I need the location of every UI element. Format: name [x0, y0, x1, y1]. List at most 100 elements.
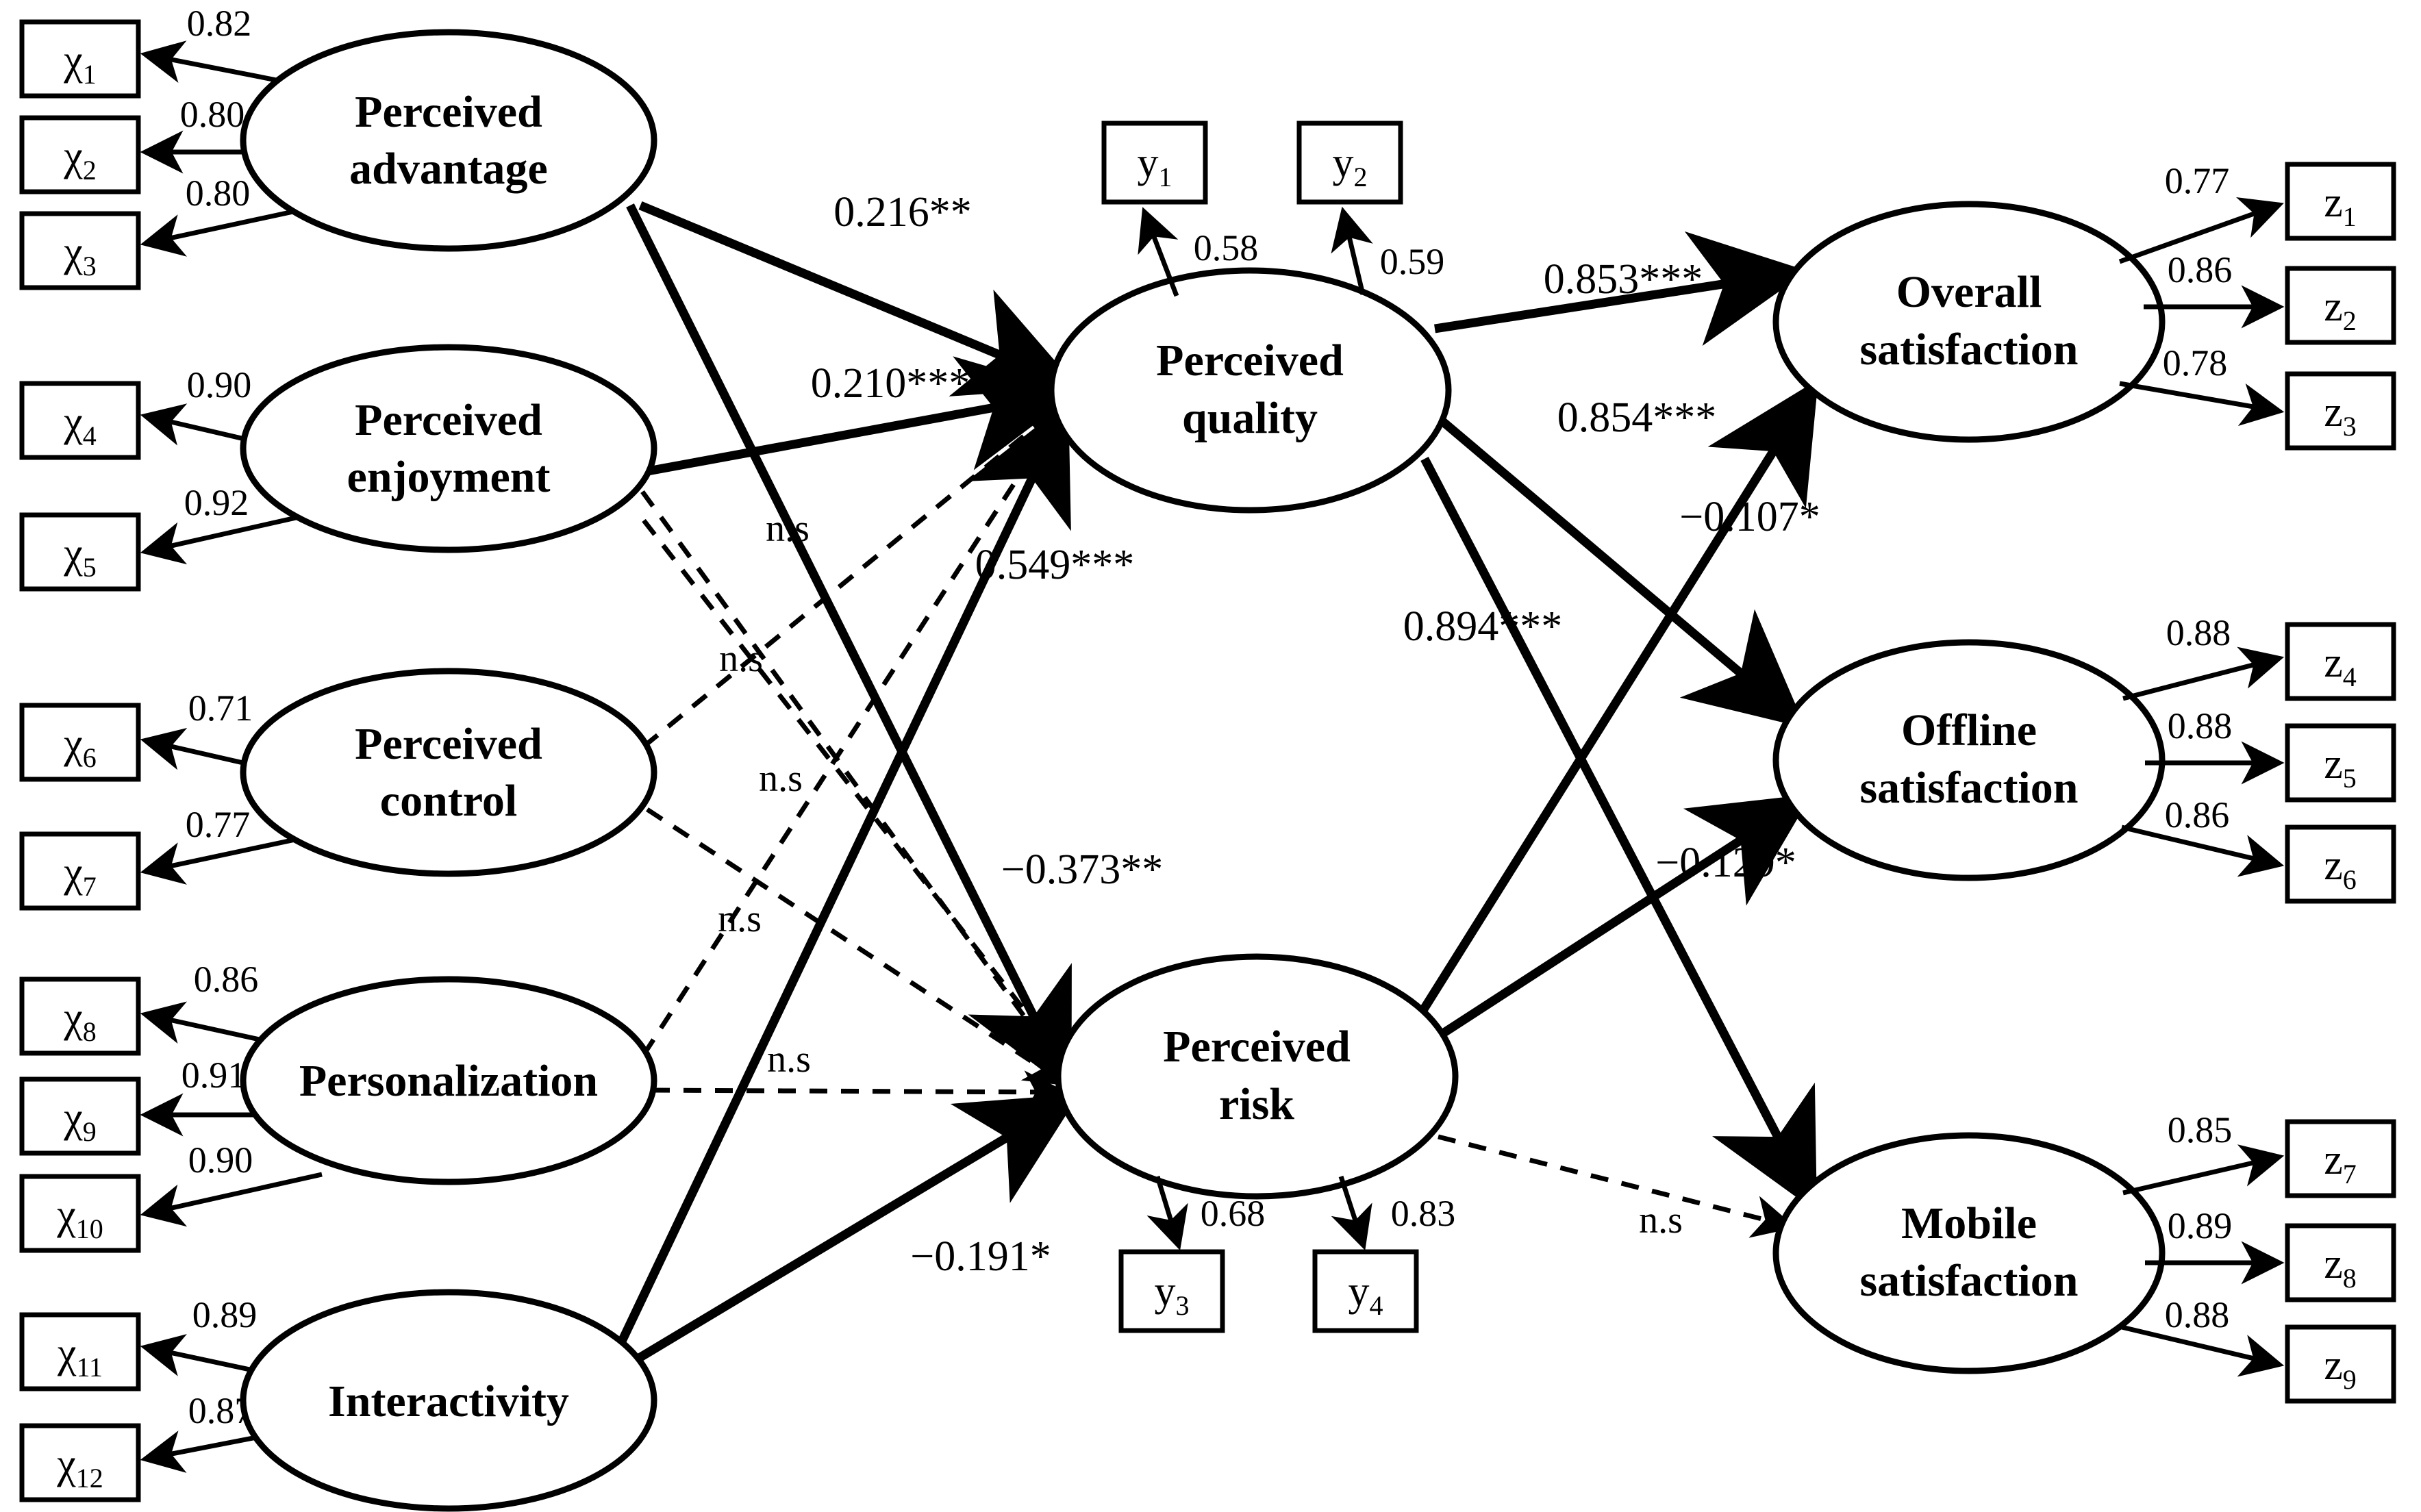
loading-value: 0.77: [186, 804, 251, 845]
loading-arrow: [140, 512, 309, 565]
loading-value: 0.59: [1380, 241, 1445, 282]
path-interactivity-to-quality[interactable]: [616, 401, 1071, 1348]
path-personalization-to-quality[interactable]: [642, 417, 1057, 1056]
indicator-label: χ5: [63, 530, 97, 583]
path-advantage-to-risk[interactable]: [642, 518, 1066, 1064]
indicator-box: [19, 115, 141, 194]
construct-overall-satisfaction[interactable]: [1772, 201, 2166, 443]
construct-interactivity[interactable]: [240, 1289, 657, 1512]
loading-value: 0.92: [184, 482, 249, 523]
indicator-label: χ4: [63, 399, 97, 451]
loading-arrow: [1331, 1175, 1372, 1250]
indicator-box: [2285, 1223, 2396, 1302]
construct-personalization[interactable]: [240, 976, 657, 1185]
path-enjoyment-to-risk[interactable]: [640, 490, 1068, 1076]
loading-value: 0.80: [180, 94, 245, 135]
indicator-label: z9: [2324, 1342, 2357, 1395]
path-interactivity-to-risk[interactable]: [617, 1094, 1080, 1374]
indicator-box: [1312, 1249, 1419, 1333]
indicator-label: χ12: [56, 1441, 103, 1494]
path-coefficient-risk-offline: −0.129*: [1655, 840, 1796, 886]
indicator-label: z5: [2324, 741, 2357, 794]
loading-value: 0.86: [2165, 794, 2230, 835]
path-quality-to-offline[interactable]: [1435, 414, 1806, 729]
path-advantage-risk-solid[interactable]: [626, 203, 1072, 1093]
loading-value: 0.89: [192, 1294, 258, 1335]
indicator-label: z3: [2324, 389, 2357, 442]
loading-arrow: [1138, 207, 1179, 297]
indicator-box: [2285, 622, 2396, 701]
indicator-label: z6: [2324, 842, 2357, 895]
indicator-label: y1: [1138, 140, 1172, 192]
construct-perceived-risk[interactable]: [1055, 953, 1459, 1200]
loading-arrow: [2119, 381, 2285, 427]
loading-value: 0.78: [2163, 342, 2228, 383]
indicator-box: [2285, 162, 2396, 241]
construct-offline-satisfaction[interactable]: [1772, 639, 2166, 881]
structural-path-group: [616, 201, 1818, 1374]
path-coefficient-risk-overall: −0.107*: [1679, 494, 1820, 540]
path-risk-to-overall[interactable]: [1417, 379, 1818, 1016]
path-risk-to-offline[interactable]: [1429, 794, 1812, 1045]
path-coefficient-risk-mobile: n.s: [1639, 1199, 1683, 1242]
path-coefficient-interactivity-risk: −0.191*: [910, 1233, 1051, 1280]
path-quality-to-mobile[interactable]: [1420, 456, 1818, 1212]
loading-value: 0.88: [2166, 612, 2231, 653]
y-indicator-group: y1 0.58 y2 0.59 y3 0.68 y4 0.83: [1101, 121, 1456, 1333]
loading-arrow: [2122, 1144, 2285, 1196]
indicator-box: [19, 1312, 141, 1391]
path-risk-to-mobile[interactable]: [1438, 1134, 1796, 1238]
loading-arrow: [140, 1172, 323, 1227]
construct-perceived-enjoyment[interactable]: [240, 344, 657, 553]
indicator-label: χ3: [63, 229, 97, 281]
construct-label: Mobile: [1901, 1198, 2037, 1248]
path-coefficient-personalization-quality: n.s: [719, 638, 763, 680]
loading-value: 0.86: [194, 959, 259, 1000]
path-quality-to-overall[interactable]: [1434, 231, 1808, 346]
indicator-label: z8: [2324, 1241, 2357, 1294]
exogenous-construct-group: Perceived advantage Perceived enjoyment …: [240, 29, 657, 1512]
construct-label: Perceived: [1156, 336, 1344, 386]
indicator-label: χ7: [63, 849, 97, 902]
indicator-label: z7: [2324, 1137, 2357, 1189]
path-coefficient-quality-overall: 0.853***: [1544, 256, 1703, 303]
indicator-box: [2285, 1119, 2396, 1198]
indicator-box: [19, 977, 141, 1056]
construct-perceived-control[interactable]: [240, 668, 657, 877]
construct-label: Perceived: [355, 87, 542, 137]
loading-arrow: [1146, 1175, 1188, 1251]
indicator-label: χ11: [57, 1330, 103, 1383]
indicator-label: y4: [1349, 1268, 1383, 1321]
construct-perceived-quality[interactable]: [1048, 267, 1452, 514]
construct-perceived-advantage[interactable]: [240, 29, 657, 252]
path-coefficient-enjoyment-quality: 0.210***: [811, 360, 970, 407]
loading-value: 0.88: [2168, 705, 2233, 746]
path-coefficient-control-risk: n.s: [767, 1038, 811, 1081]
path-coefficient-quality-mobile: 0.894***: [1403, 603, 1563, 650]
path-coefficient-quality-offline: 0.854***: [1557, 394, 1717, 441]
construct-label: Perceived: [355, 395, 542, 445]
construct-label: Interactivity: [328, 1376, 569, 1426]
path-advantage-to-quality[interactable]: [638, 201, 1079, 396]
indicator-label: z4: [2324, 640, 2357, 692]
loading-arrow: [1331, 206, 1373, 295]
loading-value: 0.71: [188, 688, 253, 729]
loading-value: 0.88: [2165, 1294, 2230, 1335]
loading-value: 0.89: [2168, 1205, 2233, 1246]
indicator-box: [1101, 121, 1208, 205]
construct-label: satisfaction: [1860, 325, 2079, 375]
construct-mobile-satisfaction[interactable]: [1772, 1132, 2166, 1374]
loading-value: 0.90: [188, 1139, 253, 1181]
indicator-label: z2: [2324, 284, 2357, 336]
loading-value: 0.58: [1194, 227, 1259, 268]
path-personalization-to-risk[interactable]: [651, 1070, 1068, 1114]
loading-arrow: [2121, 824, 2285, 877]
loading-arrow: [140, 834, 309, 885]
indicator-box: [2285, 371, 2396, 451]
construct-label: advantage: [349, 144, 548, 194]
loading-value: 0.83: [1391, 1193, 1456, 1234]
loading-value: 0.68: [1201, 1193, 1266, 1234]
indicator-box: [2285, 1324, 2396, 1404]
loading-arrow: [2121, 1324, 2285, 1377]
